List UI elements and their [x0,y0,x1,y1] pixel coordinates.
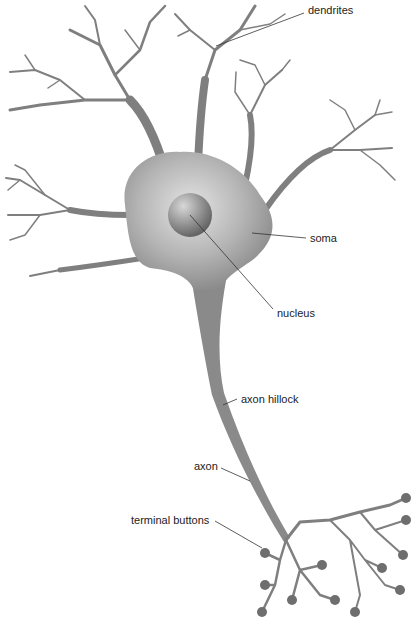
leader-line [221,468,250,481]
dendrite [178,14,285,36]
leader-lines [190,13,306,548]
dendrite [60,258,145,270]
terminal-branch [330,520,400,612]
part-label: nucleus [276,306,316,320]
axon-terminal-tree [262,498,406,612]
dendrite [330,100,395,180]
part-label: terminal buttons [130,513,210,527]
terminal-branch [286,498,406,540]
terminal-button [260,580,270,590]
dendrite [25,30,140,88]
part-label: axon [193,459,219,473]
dendrite [330,115,392,150]
dendrite [10,100,130,110]
dendrite [245,115,252,185]
leader-line [216,13,304,46]
dendrite [250,70,282,115]
dendrite [85,6,100,45]
dendrite [30,270,60,276]
dendrite [8,165,45,240]
terminal-button [287,595,297,605]
dendrite [115,6,165,75]
part-label: axon hillock [240,392,299,406]
terminal-button [398,550,408,560]
leader-line [252,233,306,238]
dendrite [10,70,85,100]
dendrite [175,14,215,50]
terminal-button [401,493,411,503]
dendrite [70,210,130,215]
terminal-button [260,548,270,558]
soma-shape [124,152,272,290]
terminal-button [395,585,405,595]
terminal-button [257,607,267,617]
dendrite [235,60,290,115]
terminal-button [401,515,411,525]
leader-line [190,215,273,309]
part-label: soma [309,231,338,245]
dendrite [205,6,255,80]
dendrite [265,150,330,210]
axon-shape [190,270,290,542]
terminal-buttons-dots [257,493,411,617]
terminal-button [350,607,360,617]
terminal-button [317,560,327,570]
dendrite [198,80,205,165]
terminal-button [377,563,387,573]
terminal-branch [286,540,335,600]
part-label: dendrites [307,3,354,17]
leader-line [215,521,262,548]
terminal-branch [360,512,406,555]
leader-line [223,399,237,405]
terminal-button [330,595,340,605]
